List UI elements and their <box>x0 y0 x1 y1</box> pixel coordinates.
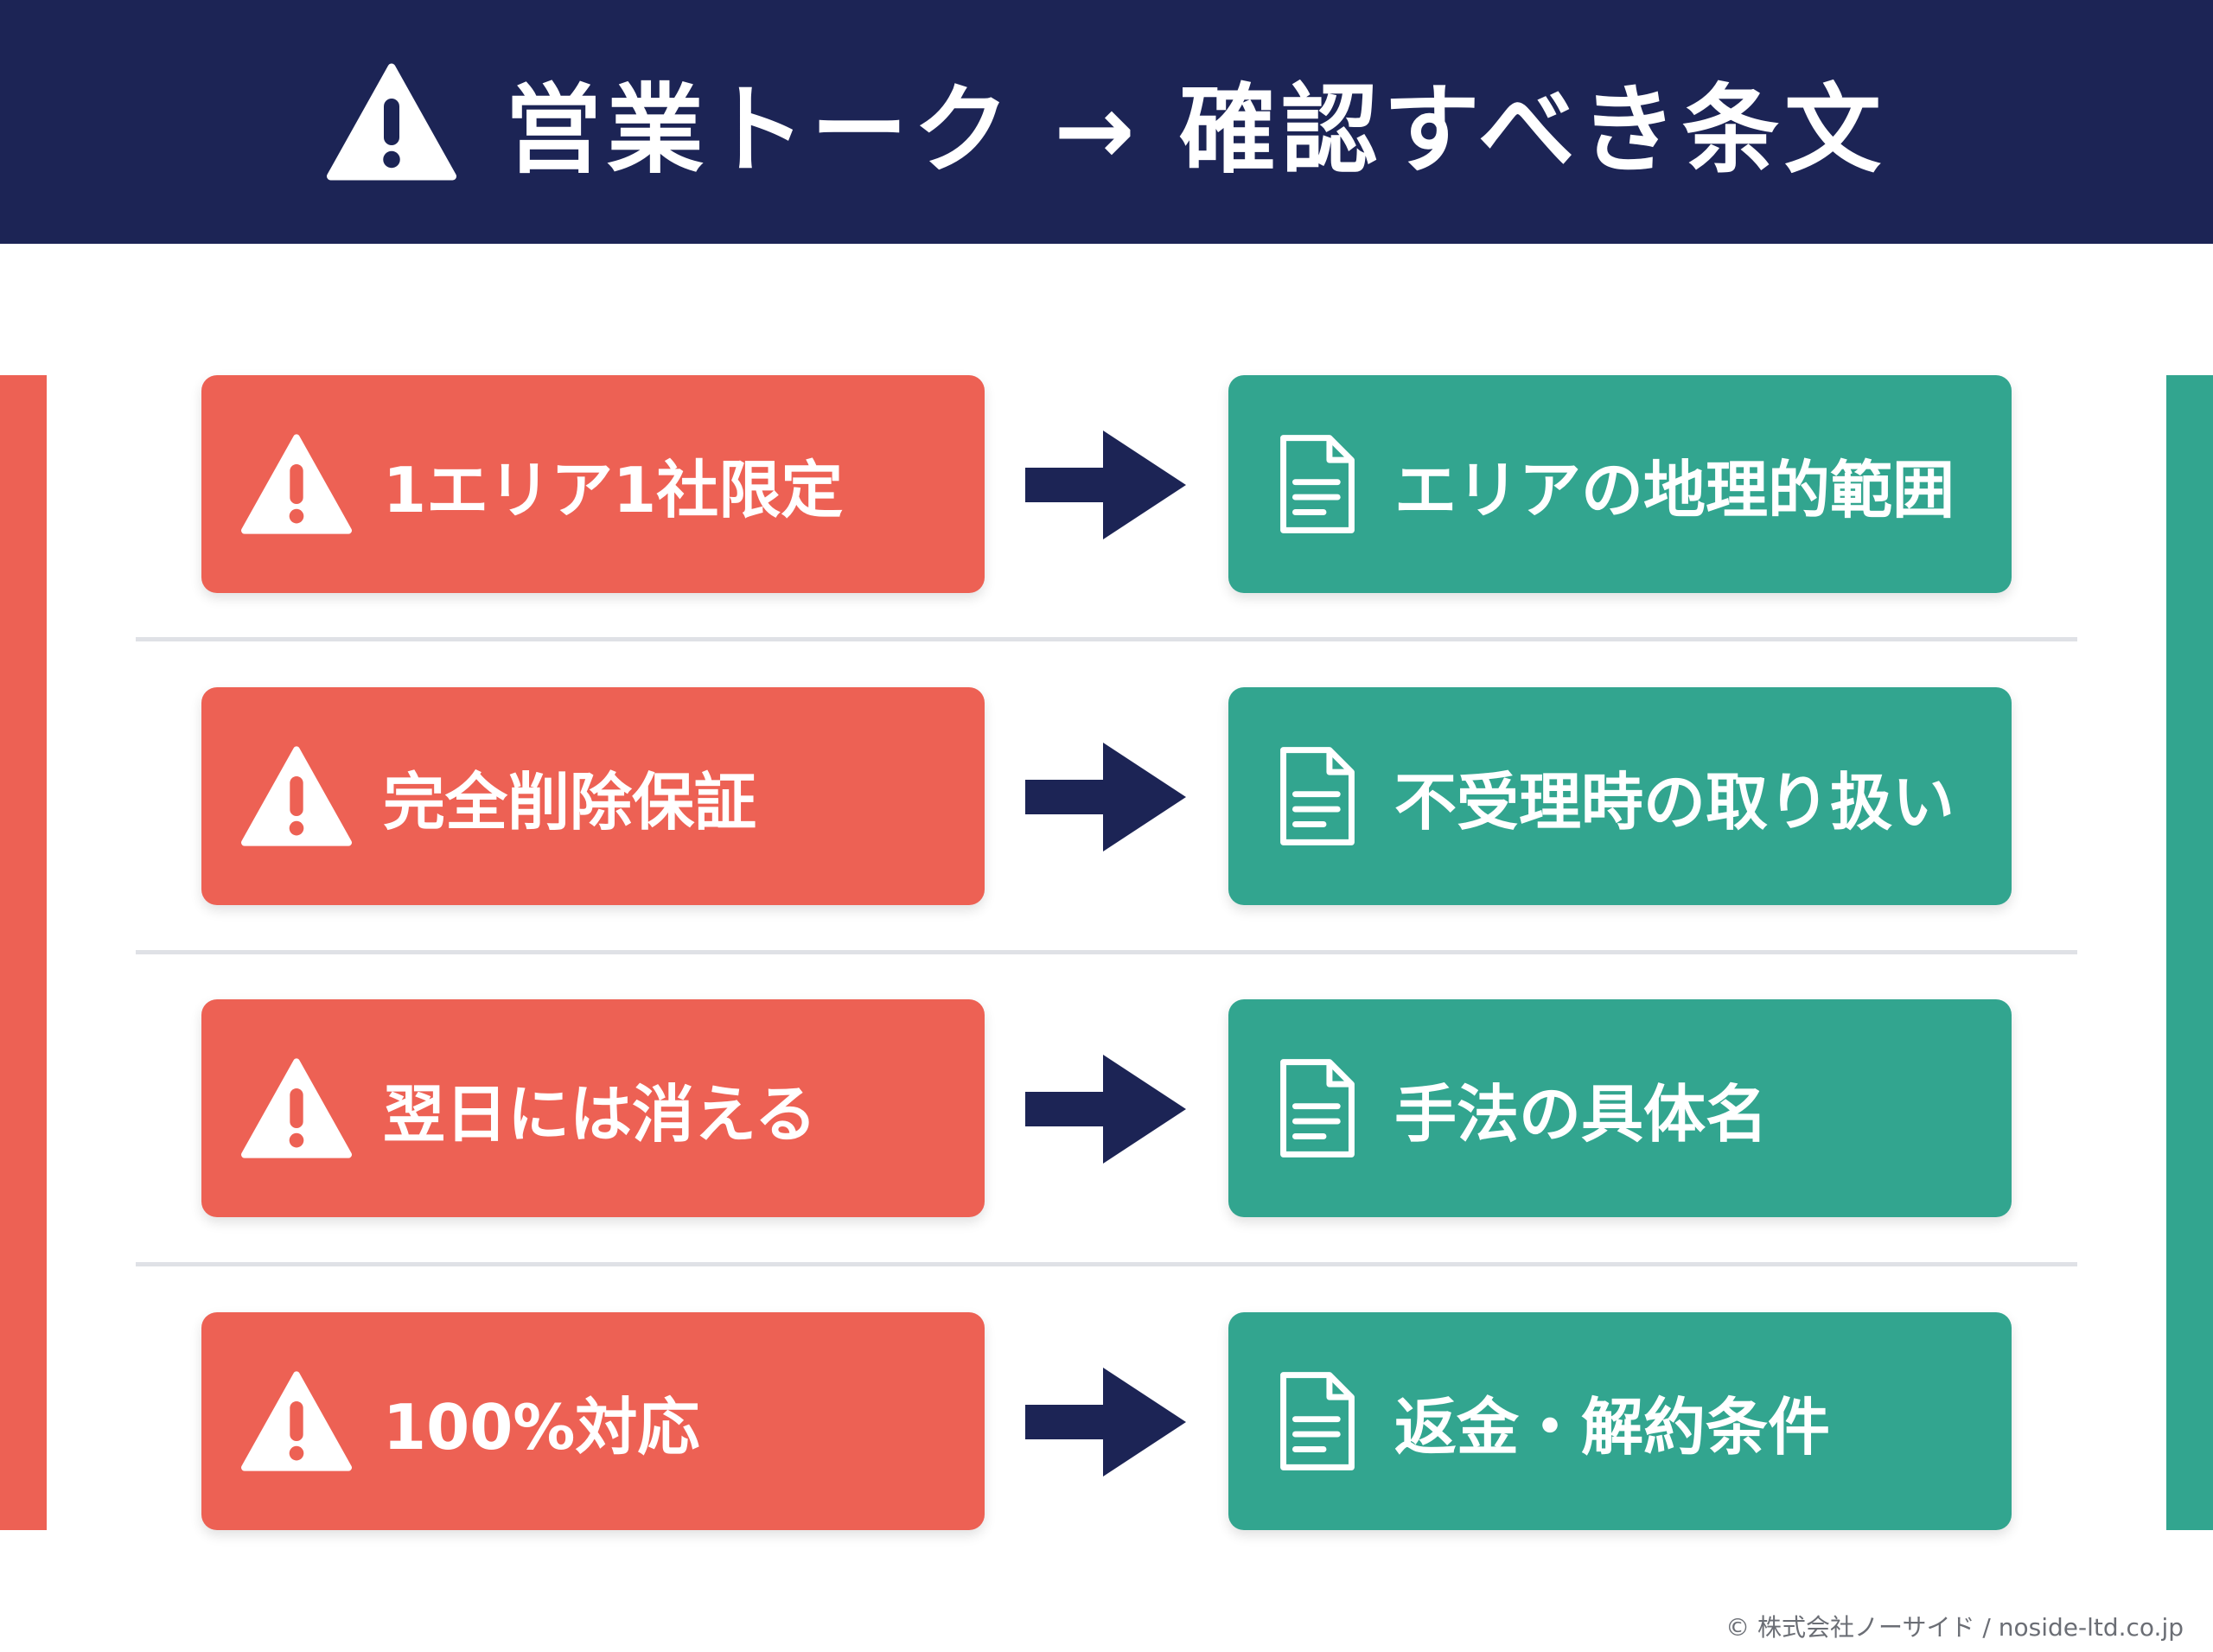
clause-card: 手法の具体名 <box>1228 999 2012 1217</box>
document-icon <box>1280 1372 1355 1470</box>
arrow-right-icon <box>1025 1368 1186 1477</box>
row-divider <box>136 950 2077 954</box>
right-accent-bar <box>2166 375 2213 1530</box>
left-accent-bar <box>0 375 47 1530</box>
clause-card: エリアの地理的範囲 <box>1228 375 2012 593</box>
sales-talk-label: 完全削除保証 <box>383 765 757 839</box>
clause-label: エリアの地理的範囲 <box>1394 453 1955 526</box>
clause-card: 不受理時の取り扱い <box>1228 687 2012 905</box>
warning-icon <box>241 1058 352 1158</box>
clause-label: 手法の具体名 <box>1394 1077 1769 1151</box>
warning-icon <box>327 63 456 181</box>
mapping-row: 1エリア1社限定 エリアの地理的範囲 <box>0 375 2213 593</box>
sales-talk-card: 100%対応 <box>201 1312 985 1530</box>
mapping-row: 翌日には消える 手法の具体名 <box>0 999 2213 1217</box>
arrow-right-icon <box>1025 743 1186 852</box>
document-icon <box>1280 435 1355 533</box>
sales-talk-label: 1エリア1社限定 <box>383 453 844 526</box>
arrow-right-icon <box>1025 431 1186 539</box>
clause-label: 不受理時の取り扱い <box>1394 765 1955 839</box>
header-content: 営業トーク → 確認すべき条文 <box>327 52 1886 192</box>
sales-talk-card: 翌日には消える <box>201 999 985 1217</box>
row-divider <box>136 1262 2077 1266</box>
arrow-right-icon <box>1025 1055 1186 1164</box>
sales-talk-card: 1エリア1社限定 <box>201 375 985 593</box>
sales-talk-label: 翌日には消える <box>383 1077 817 1151</box>
copyright-footer: © 株式会社ノーサイド / noside-ltd.co.jp <box>1725 1613 2184 1642</box>
row-divider <box>136 637 2077 641</box>
sales-talk-label: 100%対応 <box>383 1390 700 1464</box>
document-icon <box>1280 1059 1355 1158</box>
document-icon <box>1280 747 1355 845</box>
warning-icon <box>241 434 352 534</box>
clause-card: 返金・解約条件 <box>1228 1312 2012 1530</box>
warning-icon <box>241 746 352 846</box>
page-header: 営業トーク → 確認すべき条文 <box>0 0 2213 244</box>
page-title: 営業トーク → 確認すべき条文 <box>505 74 1886 187</box>
mapping-row: 100%対応 返金・解約条件 <box>0 1312 2213 1530</box>
warning-icon <box>241 1371 352 1471</box>
clause-label: 返金・解約条件 <box>1394 1390 1831 1464</box>
sales-talk-card: 完全削除保証 <box>201 687 985 905</box>
mapping-row: 完全削除保証 不受理時の取り扱い <box>0 687 2213 905</box>
